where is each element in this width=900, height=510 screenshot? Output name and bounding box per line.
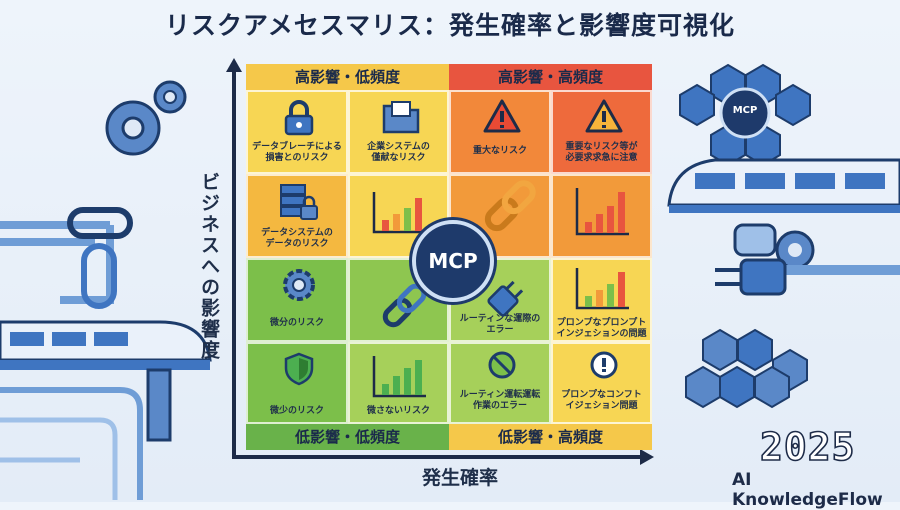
network-hex-icon [679,63,811,167]
cell-label: 重大なリスク [472,146,527,156]
lock-icon [284,100,314,136]
chain-icon [67,207,133,309]
x-axis-label: 発生確率 [421,467,498,489]
mcp-center-badge: MCP [412,220,494,302]
network-hex-icon [685,328,808,409]
risk-cell: データブレーチによる 損害とのリスク [246,90,348,174]
cell-label: データシステムの データのリスク [261,228,333,249]
risk-cell: 重大なリスク [449,90,551,174]
gear-icon [105,100,161,156]
risk-cell [348,258,449,342]
y-axis-label: ビジネスへの影響度 [198,172,220,361]
y-axis-arrow [226,58,242,72]
train-icon [0,320,212,370]
mcp-hex-badge: MCP [732,105,758,116]
bar-chart-icon [372,192,426,234]
cell-label: ルーティンな運際の エラー [459,314,541,335]
quadrant-header-top-left: 高影響・低頻度 [246,64,449,90]
cell-label: 微少のリスク [269,406,324,416]
shield-icon [284,352,314,386]
plug-icon [715,258,787,296]
cell-label: ルーティン運転運転 作業のエラー [459,390,541,411]
risk-cell: 微少のリスク [246,342,348,424]
risk-cell: 企業システムの 僅献なリスク [348,90,449,174]
bar-chart-icon [575,188,629,236]
cell-label: 重要なリスク等が 必要求求急に注意 [565,142,638,163]
x-axis-line [232,455,642,459]
plug-icon [487,280,524,317]
chain-icon [484,180,536,232]
bar-chart-icon [372,356,426,398]
risk-matrix: 高影響・低頻度 高影響・高頻度 低影響・低頻度 低影響・高頻度 データブレーチに… [246,64,652,450]
risk-cell: プロンプなコンフト イジェション問題 [551,342,652,424]
quadrant-header-top-right: 高影響・高頻度 [449,64,652,90]
gear-icon [283,269,315,301]
warning-icon [483,99,521,133]
risk-cell [551,174,652,258]
ban-icon [488,351,516,379]
right-decoration [667,63,900,409]
gear-icon [153,80,187,114]
risk-cell: データシステムの データのリスク [246,174,348,258]
warning-icon [585,99,623,133]
cell-label: 微さないリスク [366,406,430,416]
cell-label: プロンプなプロンプト インジェションの問題 [556,318,647,339]
cell-label: 微分のリスク [269,318,324,328]
cell-label: 企業システムの 僅献なリスク [367,142,430,163]
train-icon [667,158,900,213]
left-decoration [0,80,212,500]
chat-bubble-icon [733,223,777,257]
folder-icon [382,101,420,134]
footer-year: 2025 [759,424,856,470]
server-lock-icon [280,184,318,220]
risk-cell: 微分のリスク [246,258,348,342]
bar-chart-icon [575,268,629,310]
cell-label: プロンプなコンフト イジェション問題 [561,390,642,411]
page-title: リスクアメセスマリス：発生確率と影響度可視化 [164,11,735,40]
quadrant-header-bottom-left: 低影響・低頻度 [246,424,449,450]
y-axis-line [232,70,236,458]
x-axis-arrow [640,449,654,465]
risk-cell: 重要なリスク等が 必要求求急に注意 [551,90,652,174]
risk-cell: プロンプなプロンプト インジェションの問題 [551,258,652,342]
footer-brand: AI KnowledgeFlow [732,470,883,510]
risk-cell: 微さないリスク [348,342,449,424]
quadrant-header-bottom-right: 低影響・高頻度 [449,424,652,450]
cell-label: データブレーチによる 損害とのリスク [252,142,342,163]
risk-cell: ルーティン運転運転 作業のエラー [449,342,551,424]
alert-circle-icon [590,351,618,379]
